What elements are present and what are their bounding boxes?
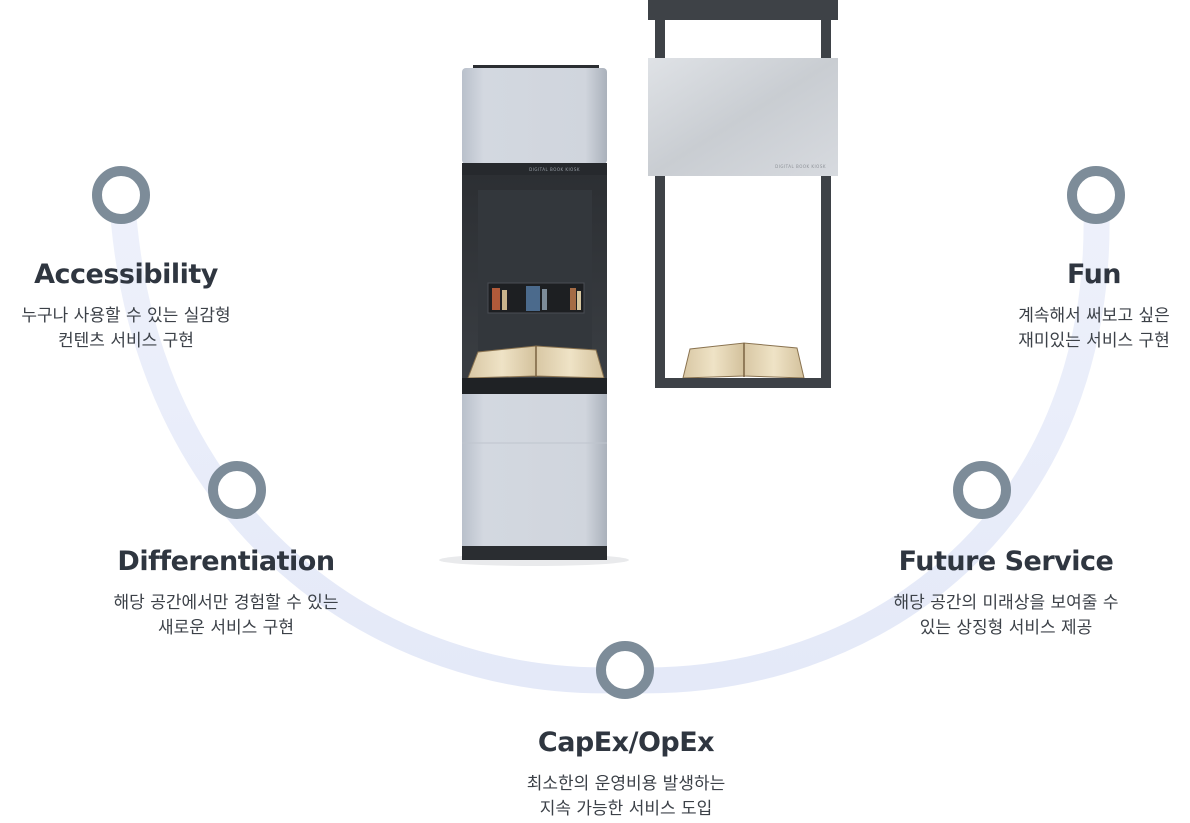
feature-desc-line: 최소한의 운영비용 발생하는 [526,774,726,794]
feature-description: 해당 공간에서만 경험할 수 있는 새로운 서비스 구현 [114,591,339,641]
feature-desc-line: 재미있는 서비스 구현 [1018,331,1170,351]
standing-kiosk: DIGITAL BOOK KIOSK [439,65,629,566]
node-differentiation [208,461,266,519]
standing-kiosk-label: DIGITAL BOOK KIOSK [529,167,580,172]
feature-title: Future Service [898,546,1114,577]
feature-desc-line: 새로운 서비스 구현 [158,618,294,638]
node-future [953,461,1011,519]
feature-accessibility: Accessibility 누구나 사용할 수 있는 실감형 컨텐츠 서비스 구… [21,259,230,354]
feature-title: Fun [1066,259,1122,290]
feature-desc-line: 컨텐츠 서비스 구현 [58,331,194,351]
feature-desc-line: 해당 공간에서만 경험할 수 있는 [113,593,339,613]
node-capex [596,641,654,699]
feature-description: 해당 공간의 미래상을 보여줄 수 있는 상징형 서비스 제공 [894,591,1119,641]
feature-desc-line: 있는 상징형 서비스 제공 [919,618,1093,638]
feature-description: 누구나 사용할 수 있는 실감형 컨텐츠 서비스 구현 [21,304,230,354]
feature-desc-line: 누구나 사용할 수 있는 실감형 [21,306,231,326]
feature-title: Differentiation [117,546,335,577]
hanging-kiosk: DIGITAL BOOK KIOSK [648,0,838,388]
feature-differentiation: Differentiation 해당 공간에서만 경험할 수 있는 새로운 서비… [114,546,339,641]
feature-desc-line: 계속해서 써보고 싶은 [1018,306,1170,326]
feature-desc-line: 해당 공간의 미래상을 보여줄 수 [893,593,1119,613]
node-fun [1067,166,1125,224]
feature-title: CapEx/OpEx [537,727,715,758]
feature-title: Accessibility [34,259,218,290]
feature-future: Future Service 해당 공간의 미래상을 보여줄 수 있는 상징형 … [894,546,1119,641]
feature-description: 계속해서 써보고 싶은 재미있는 서비스 구현 [1018,304,1170,354]
feature-desc-line: 지속 가능한 서비스 도입 [539,799,713,819]
feature-description: 최소한의 운영비용 발생하는 지속 가능한 서비스 도입 [527,772,726,822]
feature-fun: Fun 계속해서 써보고 싶은 재미있는 서비스 구현 [1018,259,1170,354]
hanging-kiosk-label: DIGITAL BOOK KIOSK [775,164,826,169]
node-accessibility [92,166,150,224]
feature-capex: CapEx/OpEx 최소한의 운영비용 발생하는 지속 가능한 서비스 도입 [527,727,726,822]
